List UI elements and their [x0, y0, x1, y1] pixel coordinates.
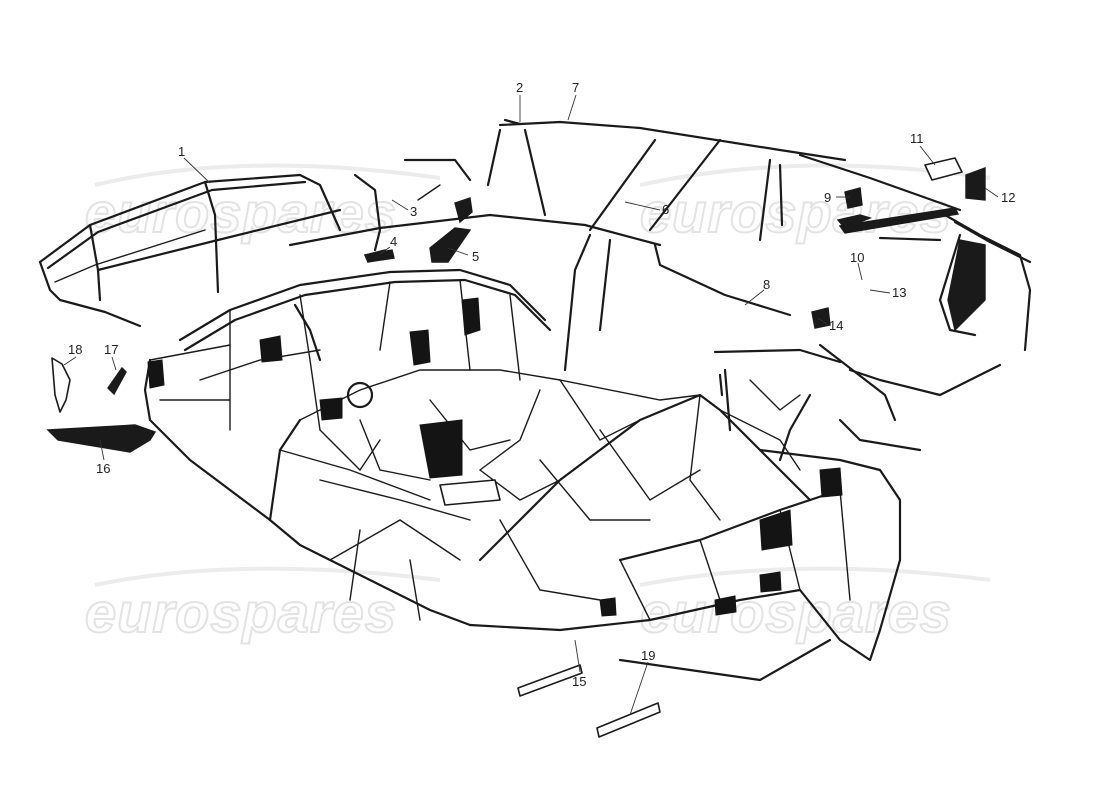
main-chassis	[143, 268, 902, 682]
part-4-bracket	[364, 249, 395, 263]
leader-lines	[63, 94, 999, 716]
part-19-crossmember	[596, 702, 661, 738]
callout-15: 15	[572, 674, 586, 689]
callout-16: 16	[96, 461, 110, 476]
roof-structure	[288, 118, 962, 372]
callout-9: 9	[824, 190, 831, 205]
callout-4: 4	[390, 234, 397, 249]
part-18-bracket	[51, 357, 71, 413]
callout-11: 11	[910, 131, 924, 146]
callout-14: 14	[829, 318, 843, 333]
loose-parts	[46, 249, 661, 738]
watermark-swoosh	[94, 566, 441, 587]
watermark-swoosh	[94, 163, 441, 187]
callout-1: 1	[178, 144, 185, 159]
callout-10: 10	[850, 250, 864, 265]
callout-6: 6	[662, 202, 669, 217]
callout-2: 2	[516, 80, 523, 95]
watermark-swoosh	[639, 566, 991, 587]
callout-5: 5	[472, 249, 479, 264]
watermark-text: eurospares	[640, 181, 952, 244]
callout-17: 17	[104, 342, 118, 357]
callout-13: 13	[892, 285, 906, 300]
callout-8: 8	[763, 277, 770, 292]
chassis-plates	[147, 297, 843, 617]
watermark-layer: eurospares eurospares eurospares eurospa…	[84, 163, 991, 645]
part-16-brace	[46, 424, 157, 453]
callout-18: 18	[68, 342, 82, 357]
callout-3: 3	[410, 204, 417, 219]
callout-19: 19	[641, 648, 655, 663]
callout-12: 12	[1001, 190, 1015, 205]
part-15-crossmember	[517, 664, 583, 697]
watermark-text: eurospares	[85, 581, 397, 644]
callout-7: 7	[572, 80, 579, 95]
front-upper-frame	[38, 158, 472, 328]
part-17-bracket	[107, 366, 127, 396]
callout-labels: 1 2 3 4 5 6 7 8 9 10 11 12 13 14 15 16 1…	[68, 80, 1015, 689]
